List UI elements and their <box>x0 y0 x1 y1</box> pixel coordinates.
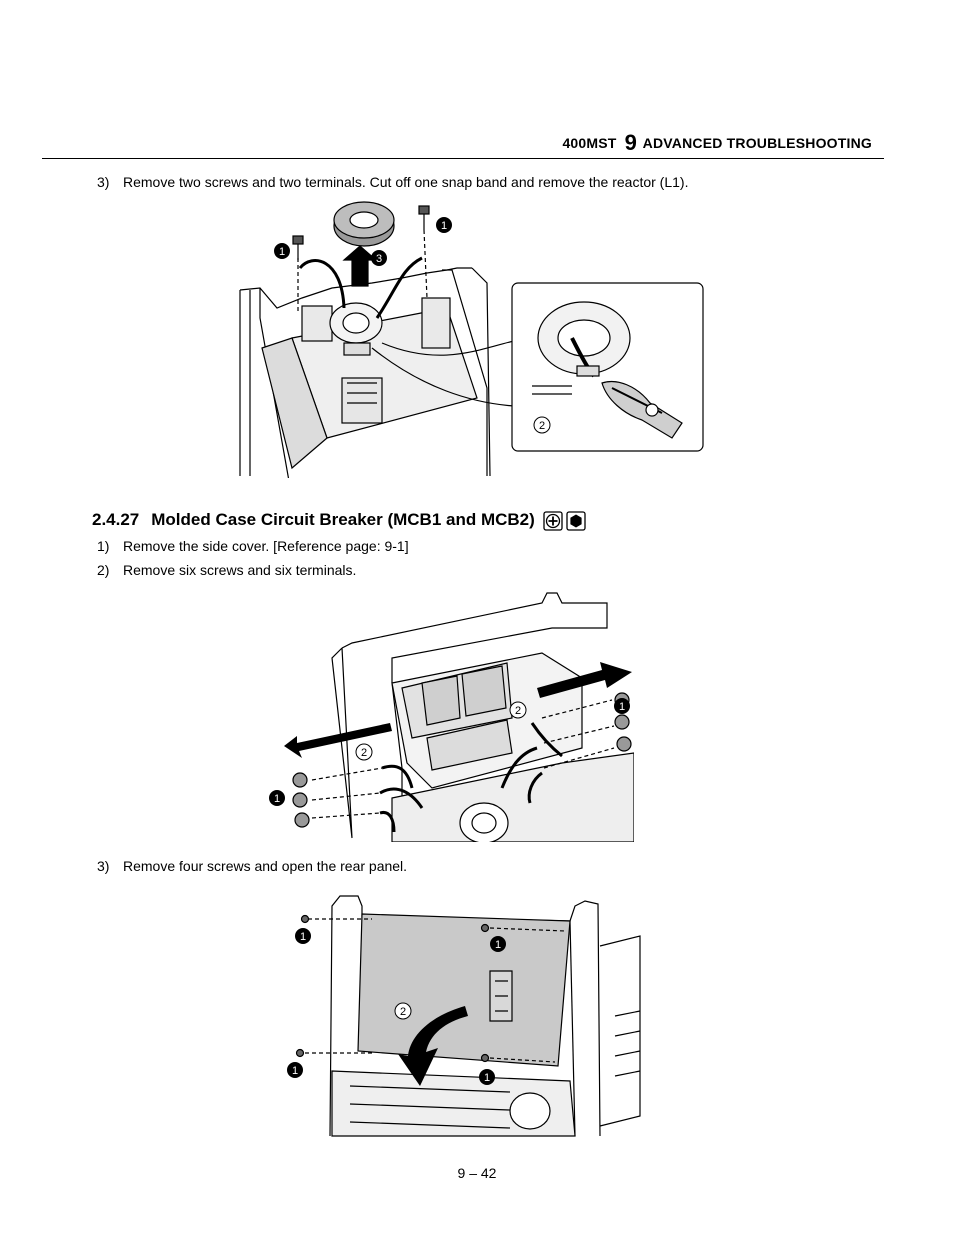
step-text: Remove six screws and six terminals. <box>123 562 357 578</box>
callout-2-right: 2 <box>509 701 527 719</box>
callout-1-right: 1 <box>436 217 452 233</box>
svg-text:1: 1 <box>274 793 280 805</box>
model-name: 400MST <box>562 135 617 151</box>
page-header: 400MST 9 ADVANCED TROUBLESHOOTING <box>562 128 872 155</box>
svg-text:1: 1 <box>619 701 625 713</box>
callout-3: 3 <box>371 250 387 266</box>
step-text: Remove two screws and two terminals. Cut… <box>123 174 689 190</box>
section-heading: 2.4.27 Molded Case Circuit Breaker (MCB1 … <box>92 510 586 531</box>
svg-text:2: 2 <box>400 1006 406 1018</box>
callout-1-bottom-right: 1 <box>479 1069 495 1085</box>
svg-text:1: 1 <box>279 246 285 258</box>
step-remove-side-cover: 1) Remove the side cover. [Reference page… <box>97 538 409 554</box>
callout-1-bottom-left: 1 <box>287 1062 303 1078</box>
step-open-rear-panel: 3) Remove four screws and open the rear p… <box>97 858 407 874</box>
callout-1-top-left: 1 <box>295 928 311 944</box>
callout-2: 2 <box>394 1002 412 1020</box>
svg-text:1: 1 <box>441 220 447 232</box>
svg-text:1: 1 <box>292 1065 298 1077</box>
hex-socket-icon <box>565 510 586 531</box>
page-number: 9 – 42 <box>457 1165 497 1181</box>
step-number: 1) <box>97 538 110 554</box>
chapter-title: ADVANCED TROUBLESHOOTING <box>642 135 872 151</box>
svg-text:2: 2 <box>539 420 545 432</box>
section-title: Molded Case Circuit Breaker (MCB1 and MC… <box>151 510 535 529</box>
callout-2-inset: 2 <box>533 416 551 434</box>
svg-text:3: 3 <box>376 253 382 265</box>
svg-text:1: 1 <box>300 931 306 943</box>
step-remove-reactor: 3) Remove two screws and two terminals. C… <box>97 174 688 190</box>
svg-text:1: 1 <box>495 939 501 951</box>
step-number: 2) <box>97 562 110 578</box>
mcb-removal-figure: 1 2 2 1 <box>269 592 634 842</box>
svg-text:2: 2 <box>361 747 367 759</box>
callout-1-left: 1 <box>269 790 285 806</box>
header-rule <box>42 158 884 159</box>
callout-2-left: 2 <box>355 743 373 761</box>
reactor-removal-figure: 1 1 3 2 <box>239 201 704 478</box>
step-remove-screws-terminals: 2) Remove six screws and six terminals. <box>97 562 356 578</box>
step-number: 3) <box>97 174 110 190</box>
step-text: Remove the side cover. [Reference page: … <box>123 538 409 554</box>
phillips-screwdriver-icon <box>542 510 563 531</box>
step-text: Remove four screws and open the rear pan… <box>123 858 408 874</box>
step-number: 3) <box>97 858 110 874</box>
callout-1-left: 1 <box>274 243 290 259</box>
callout-1-right: 1 <box>614 698 630 714</box>
rear-panel-figure: 1 1 2 1 1 <box>287 895 641 1137</box>
chapter-number: 9 <box>624 130 638 155</box>
svg-text:1: 1 <box>484 1072 490 1084</box>
svg-text:2: 2 <box>515 705 521 717</box>
callout-1-top-right: 1 <box>490 936 506 952</box>
section-number: 2.4.27 <box>92 510 140 529</box>
